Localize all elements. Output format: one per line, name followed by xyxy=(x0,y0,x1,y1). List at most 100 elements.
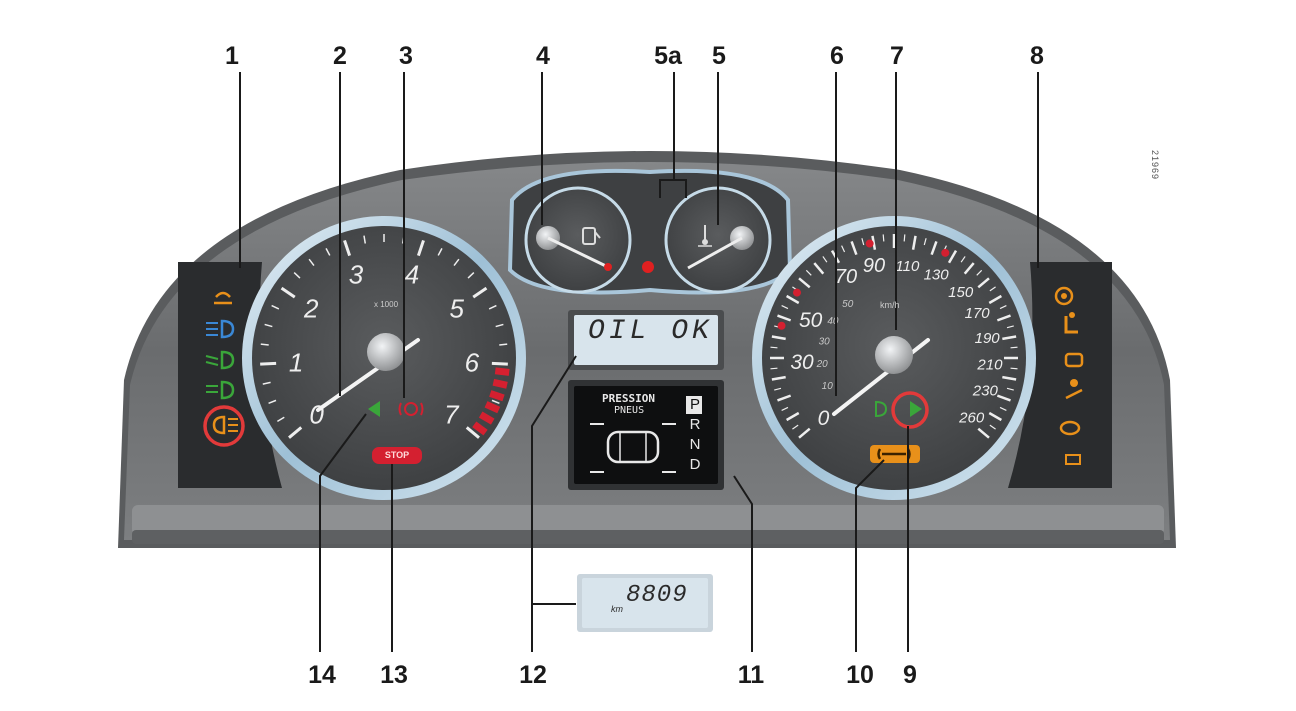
tpms-title-line1: PRESSION xyxy=(602,392,655,405)
callout-10: 10 xyxy=(846,661,874,689)
callout-4: 4 xyxy=(536,42,550,70)
callout-9: 9 xyxy=(903,661,917,689)
tachometer-tick xyxy=(308,258,315,266)
callout-3: 3 xyxy=(399,42,413,70)
speedometer-tick xyxy=(771,375,786,381)
tachometer-tick xyxy=(325,248,331,256)
tachometer-tick xyxy=(260,343,269,346)
speedometer-tick xyxy=(930,241,938,256)
redzone-segment xyxy=(484,401,501,414)
callout-8: 8 xyxy=(1030,42,1044,70)
tachometer-tick xyxy=(288,426,303,439)
tpms-title-line2: PNEUS xyxy=(614,405,645,416)
top-lcd-display xyxy=(568,310,724,370)
tachometer-label: 2 xyxy=(303,293,319,323)
gear-d: D xyxy=(689,456,701,473)
speedometer-tick xyxy=(911,235,917,250)
tachometer-tick xyxy=(499,343,508,346)
speed-marker xyxy=(793,288,802,297)
seat-occupant-icon xyxy=(1064,312,1078,334)
high-beam-icon xyxy=(206,319,235,339)
callout-1: 1 xyxy=(225,42,239,70)
tachometer-tick xyxy=(277,416,285,422)
tachometer-label: 6 xyxy=(465,347,480,377)
gear-n: N xyxy=(689,436,701,453)
highlight-circle-rear-fog xyxy=(203,405,245,447)
speedometer-tick xyxy=(841,245,846,253)
tachometer-tick xyxy=(467,271,475,279)
coolant-temperature-gauge xyxy=(687,226,754,270)
rear-fog-light-icon xyxy=(212,415,238,435)
speed-marker xyxy=(941,248,950,257)
redzone-segment xyxy=(478,411,495,425)
speedometer-tick xyxy=(988,411,1003,422)
fuel-pump-icon xyxy=(582,227,601,245)
tachometer-redzone xyxy=(472,367,510,436)
fuel-gauge xyxy=(536,226,612,271)
tachometer-tick xyxy=(453,258,460,266)
speedometer-tick xyxy=(977,277,990,289)
tachometer-hub xyxy=(367,333,405,371)
speedometer-tick xyxy=(774,387,782,391)
tachometer-label: 1 xyxy=(289,347,303,377)
left-turn-indicator xyxy=(368,401,380,417)
redzone-segment xyxy=(472,421,488,436)
speedometer-tick xyxy=(923,238,927,246)
speedometer-tick xyxy=(1002,335,1017,341)
speedometer-label: 110 xyxy=(895,258,920,275)
tachometer-tick xyxy=(491,399,500,405)
callout-2: 2 xyxy=(333,42,347,70)
speedometer-tick xyxy=(1010,367,1018,370)
tachometer-tick xyxy=(472,286,488,299)
tachometer-tick xyxy=(293,271,301,279)
headlight-on-icon xyxy=(875,400,888,418)
tachometer-label: 4 xyxy=(405,260,419,290)
gear-r: R xyxy=(689,416,701,433)
redzone-segment xyxy=(489,390,505,402)
speedometer-tick xyxy=(798,427,811,439)
speedometer-tick xyxy=(770,367,778,370)
speedometer-tick xyxy=(963,262,975,275)
speedometer-label: 210 xyxy=(976,356,1003,373)
car-top-view-icon xyxy=(590,423,676,473)
service-wrench-icon xyxy=(870,445,920,463)
tachometer-tick xyxy=(280,286,296,299)
battery-icon xyxy=(1065,454,1081,465)
speedometer-tick xyxy=(785,294,800,305)
center-lcd-display xyxy=(568,380,724,490)
tachometer-ticks xyxy=(260,234,508,439)
odometer-display xyxy=(577,574,713,632)
figure-code: 21969 xyxy=(1150,150,1160,181)
engine-temperature-icon xyxy=(1064,352,1084,368)
callout-14: 14 xyxy=(308,661,336,689)
upper-gauge-pod xyxy=(507,168,793,295)
speedometer-tick xyxy=(960,256,966,263)
tachometer-label: 3 xyxy=(349,260,364,290)
speedometer-tick xyxy=(813,262,825,275)
tachometer-tick xyxy=(491,361,508,366)
callout-5a: 5a xyxy=(654,42,682,70)
tachometer-tick xyxy=(264,323,273,328)
speedometer-tick xyxy=(805,269,812,276)
tachometer-tick xyxy=(488,304,497,310)
speedometer-tick xyxy=(996,394,1011,402)
tachometer-tick xyxy=(465,426,480,439)
callout-12: 12 xyxy=(519,661,547,689)
speedometer-label: 130 xyxy=(924,267,950,284)
speedometer-inner-label: 40 xyxy=(827,316,839,327)
speedometer-tick xyxy=(999,406,1007,411)
airbag-off-icon xyxy=(1054,286,1074,306)
redzone-segment xyxy=(494,367,510,376)
callout-5: 5 xyxy=(712,42,726,70)
tachometer-tick xyxy=(437,248,443,256)
speed-marker xyxy=(777,321,786,330)
speedometer-label: 190 xyxy=(975,330,1001,347)
speedometer-label: 0 xyxy=(818,407,830,430)
speedometer-ticks xyxy=(770,234,1018,439)
speedometer-tick xyxy=(777,314,792,322)
speedometer-label: 230 xyxy=(972,383,999,400)
speedometer-tick xyxy=(1002,375,1017,381)
speedometer-tick xyxy=(903,234,906,242)
